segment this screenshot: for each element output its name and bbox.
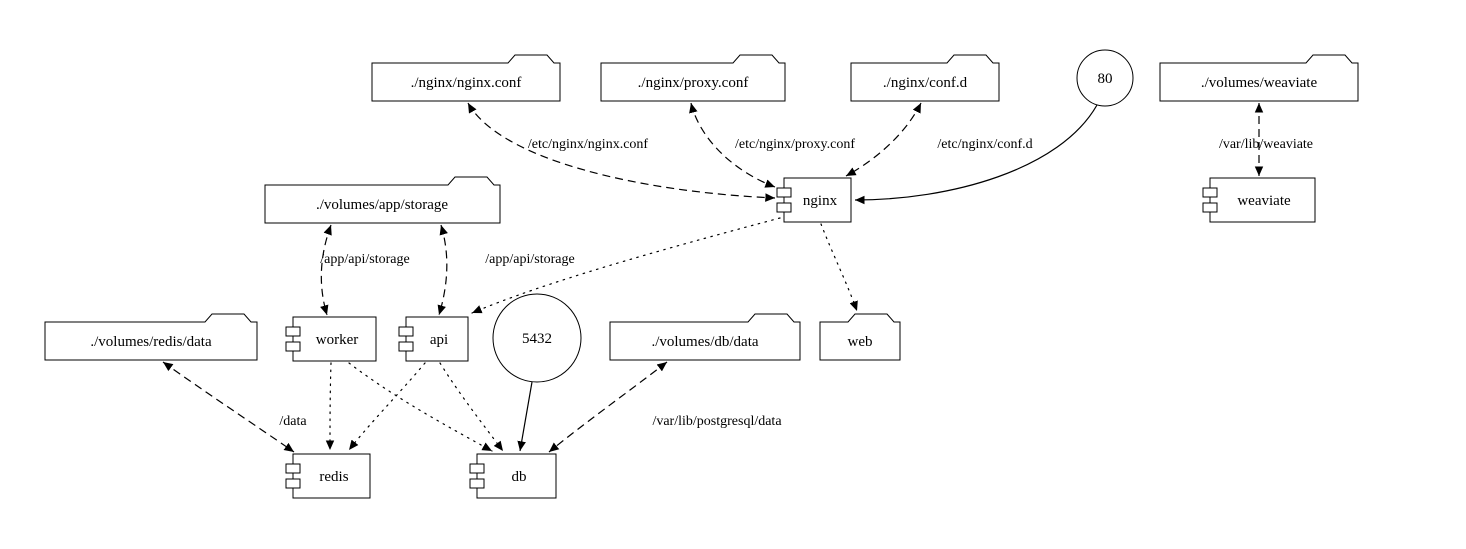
folder-label: web bbox=[848, 334, 873, 350]
component-label: nginx bbox=[803, 193, 838, 209]
folder-icon bbox=[609, 313, 801, 361]
component-tab-icon bbox=[776, 187, 792, 198]
port-label: 80 bbox=[1098, 71, 1113, 87]
folder-node-proxy-conf: ./nginx/proxy.conf bbox=[600, 54, 786, 102]
folder-label: ./nginx/nginx.conf bbox=[411, 75, 522, 91]
component-label: worker bbox=[316, 332, 358, 348]
component-label: redis bbox=[319, 469, 348, 485]
edge-worker-db bbox=[348, 362, 493, 452]
edge-label-db-mount: /var/lib/postgresql/data bbox=[652, 414, 782, 429]
edge-storage-worker bbox=[320, 224, 332, 316]
component-node-db: db bbox=[469, 453, 557, 499]
edges bbox=[162, 102, 1264, 453]
edge-db-volume bbox=[548, 361, 668, 453]
folder-icon bbox=[44, 313, 258, 361]
component-body bbox=[405, 316, 469, 362]
folder-node-nginx-conf: ./nginx/nginx.conf bbox=[371, 54, 561, 102]
edge-labels: /etc/nginx/nginx.conf /etc/nginx/proxy.c… bbox=[279, 137, 1313, 429]
component-body bbox=[292, 316, 377, 362]
component-body bbox=[476, 453, 557, 499]
folder-icon bbox=[850, 54, 1000, 102]
folder-icon bbox=[600, 54, 786, 102]
component-body bbox=[292, 453, 371, 499]
edge-storage-api bbox=[437, 224, 448, 316]
component-tab-icon bbox=[398, 326, 414, 337]
component-node-nginx: nginx bbox=[776, 177, 852, 223]
component-body bbox=[1209, 177, 1316, 223]
port-circle bbox=[492, 293, 582, 383]
edge-nginx-web bbox=[820, 223, 858, 312]
folder-node-conf-d: ./nginx/conf.d bbox=[850, 54, 1000, 102]
folder-label: ./volumes/weaviate bbox=[1201, 75, 1318, 91]
edge-label-worker-storage-mount: /app/api/storage bbox=[320, 252, 409, 267]
edge-port80-nginx bbox=[854, 104, 1098, 205]
edge-label-proxy-conf-mount: /etc/nginx/proxy.conf bbox=[735, 137, 855, 152]
folder-label: ./nginx/proxy.conf bbox=[638, 75, 749, 91]
port-circle bbox=[1076, 49, 1134, 107]
component-tab-icon bbox=[776, 202, 792, 213]
port-node-80: 80 bbox=[1076, 49, 1134, 107]
folder-node-app-storage: ./volumes/app/storage bbox=[264, 176, 501, 224]
edge-label-redis-mount: /data bbox=[279, 414, 307, 429]
folder-node-volumes-weaviate: ./volumes/weaviate bbox=[1159, 54, 1359, 102]
component-tab-icon bbox=[398, 341, 414, 352]
folder-node-web: web bbox=[819, 313, 901, 361]
component-tab-icon bbox=[1202, 187, 1218, 198]
component-tab-icon bbox=[285, 341, 301, 352]
component-tab-icon bbox=[285, 463, 301, 474]
component-body bbox=[783, 177, 852, 223]
component-label: db bbox=[512, 469, 527, 485]
edge-worker-redis bbox=[325, 362, 335, 451]
component-tab-icon bbox=[285, 326, 301, 337]
folder-label: ./volumes/app/storage bbox=[316, 197, 448, 213]
folder-node-redis-data: ./volumes/redis/data bbox=[44, 313, 258, 361]
edge-port5432-db bbox=[517, 381, 533, 452]
folder-icon bbox=[1159, 54, 1359, 102]
edge-label-weaviate-mount: /var/lib/weaviate bbox=[1219, 137, 1313, 152]
folder-label: ./volumes/db/data bbox=[651, 334, 758, 350]
component-label: weaviate bbox=[1237, 193, 1291, 209]
edge-nginx-conf-nginx bbox=[467, 102, 776, 202]
component-node-weaviate: weaviate bbox=[1202, 177, 1316, 223]
folder-icon bbox=[819, 313, 901, 361]
port-node-5432: 5432 bbox=[492, 293, 582, 383]
edge-proxy-conf-nginx bbox=[689, 102, 776, 188]
component-tab-icon bbox=[469, 478, 485, 489]
edge-conf-d-nginx bbox=[845, 102, 922, 177]
folder-icon bbox=[264, 176, 501, 224]
folder-label: ./volumes/redis/data bbox=[90, 334, 212, 350]
edge-label-nginx-conf-mount: /etc/nginx/nginx.conf bbox=[528, 137, 648, 152]
component-node-api: api bbox=[398, 316, 469, 362]
folder-icon bbox=[371, 54, 561, 102]
component-tab-icon bbox=[469, 463, 485, 474]
edge-redis-volume bbox=[162, 361, 295, 453]
component-node-worker: worker bbox=[285, 316, 377, 362]
component-tab-icon bbox=[285, 478, 301, 489]
component-label: api bbox=[430, 332, 448, 348]
component-tab-icon bbox=[1202, 202, 1218, 213]
port-label: 5432 bbox=[522, 331, 552, 347]
edge-label-conf-d-mount: /etc/nginx/conf.d bbox=[937, 137, 1032, 152]
edge-label-api-storage-mount: /app/api/storage bbox=[485, 252, 574, 267]
folder-label: ./nginx/conf.d bbox=[883, 75, 968, 91]
folder-node-db-data: ./volumes/db/data bbox=[609, 313, 801, 361]
component-node-redis: redis bbox=[285, 453, 371, 499]
